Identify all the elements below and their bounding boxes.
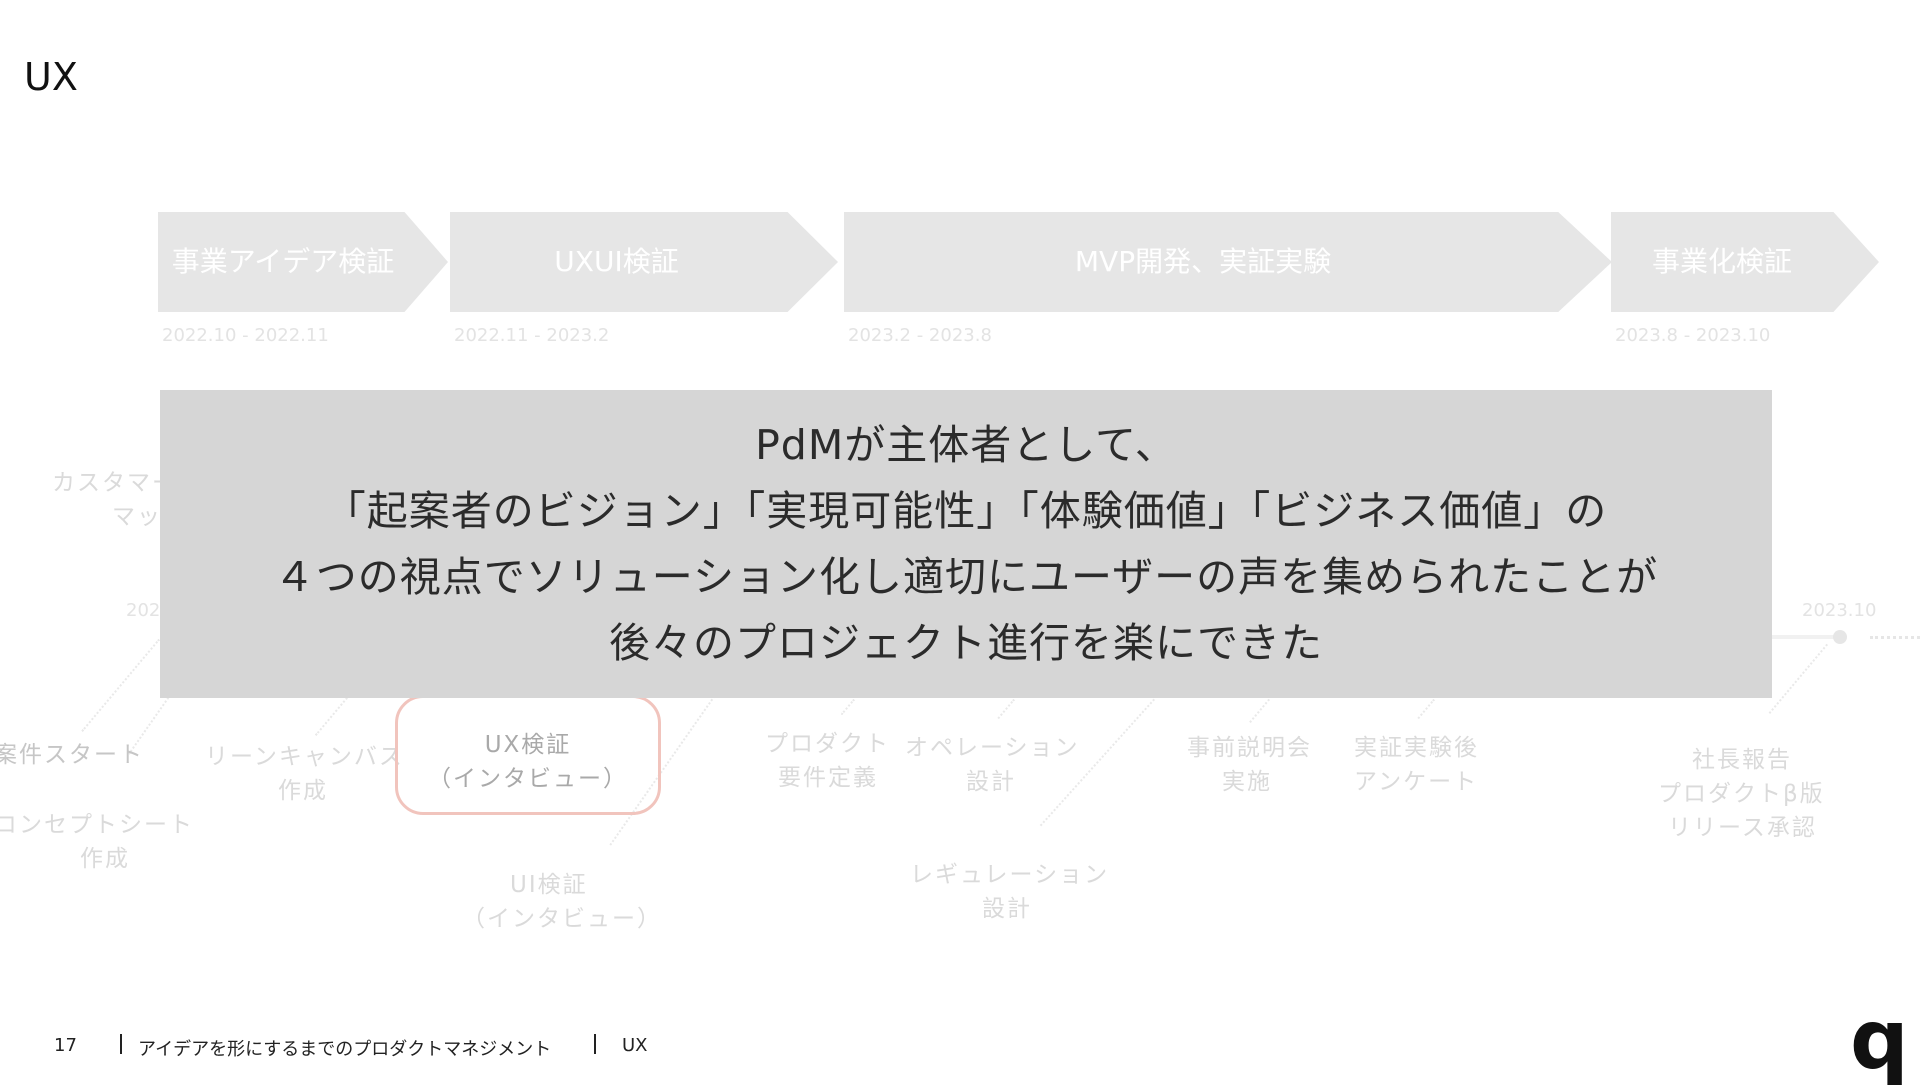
task-product-requirements-line2: 要件定義 (778, 765, 878, 791)
page-number: 17 (54, 1035, 77, 1056)
connector (1417, 698, 1435, 720)
task-ceo-report-line3: リリース承認 (1668, 815, 1817, 841)
highlight-ux-verify: UX検証 （インタビュー） (395, 695, 661, 815)
phase-uxui: UXUI検証 (450, 212, 838, 312)
task-customer-journey-line2: マッ (112, 504, 162, 530)
task-lean-canvas-line2: 作成 (278, 778, 328, 804)
key-message-line: ４つの視点でソリューション化し適切にユーザーの声を集められたことが (273, 553, 1659, 601)
task-operation-design: オペレーション (905, 735, 1080, 761)
footer-divider (120, 1034, 122, 1054)
timeline-end-dot (1833, 630, 1847, 644)
task-pre-briefing-line2: 実施 (1222, 769, 1272, 795)
task-product-requirements: プロダクト (765, 731, 890, 757)
task-regulation-design: レギュレーション (910, 862, 1110, 888)
connector (81, 638, 160, 732)
timeline-date-start: 202 (126, 600, 161, 621)
task-project-start: 案件スタート (0, 742, 144, 768)
phase-date: 2023.8 - 2023.10 (1615, 325, 1771, 346)
phase-label: 事業アイデア検証 (171, 245, 395, 278)
task-pre-briefing: 事前説明会 (1187, 735, 1312, 761)
task-post-survey-line2: アンケート (1354, 769, 1479, 795)
key-message-line: 後々のプロジェクト進行を楽にできた (609, 619, 1323, 667)
phase-business: 事業化検証 (1611, 212, 1879, 312)
task-ux-verify-line2: （インタビュー） (428, 766, 628, 792)
key-message-line: 「起案者のビジョン」「実現可能性」「体験価値」「ビジネス価値」の (324, 487, 1608, 535)
task-ux-verify: UX検証 (484, 732, 572, 758)
phase-date: 2023.2 - 2023.8 (848, 325, 992, 346)
phase-date: 2022.10 - 2022.11 (162, 325, 329, 346)
task-concept-sheet-line2: 作成 (80, 846, 130, 872)
task-lean-canvas: リーンキャンバス (205, 744, 404, 770)
phase-idea: 事業アイデア検証 (158, 212, 448, 312)
connector (1249, 698, 1270, 723)
task-ui-verify: UI検証 (510, 872, 588, 898)
phase-label: 事業化検証 (1651, 245, 1792, 278)
timeline-date-end: 2023.10 (1802, 600, 1877, 621)
phase-date: 2022.11 - 2023.2 (454, 325, 610, 346)
task-ceo-report-line2: プロダクトβ版 (1658, 781, 1825, 807)
task-operation-design-line2: 設計 (966, 769, 1016, 795)
task-concept-sheet: コンセプトシート (0, 812, 194, 838)
phase-mvp: MVP開発、実証実験 (844, 212, 1612, 312)
page-title: UX (24, 55, 78, 99)
key-message-overlay: PdMが主体者として、 「起案者のビジョン」「実現可能性」「体験価値」「ビジネス… (160, 390, 1772, 698)
footer-chapter: UX (622, 1035, 648, 1056)
key-message-line: PdMが主体者として、 (755, 421, 1177, 469)
connector (997, 698, 1015, 720)
connector (840, 698, 855, 716)
task-ui-verify-line2: （インタビュー） (462, 906, 662, 932)
task-ceo-report: 社長報告 (1692, 747, 1792, 773)
phase-label: MVP開発、実証実験 (1074, 245, 1332, 278)
footer-divider (594, 1034, 596, 1054)
timeline-continuation (1870, 636, 1920, 639)
footer-section-title: アイデアを形にするまでのプロダクトマネジメント (138, 1039, 552, 1060)
task-customer-journey: カスタマー (52, 470, 177, 496)
brand-logo: q (1850, 993, 1909, 1088)
phase-label: UXUI検証 (554, 245, 679, 278)
task-post-survey: 実証実験後 (1354, 735, 1479, 761)
connector (1768, 643, 1828, 714)
task-regulation-design-line2: 設計 (982, 896, 1032, 922)
